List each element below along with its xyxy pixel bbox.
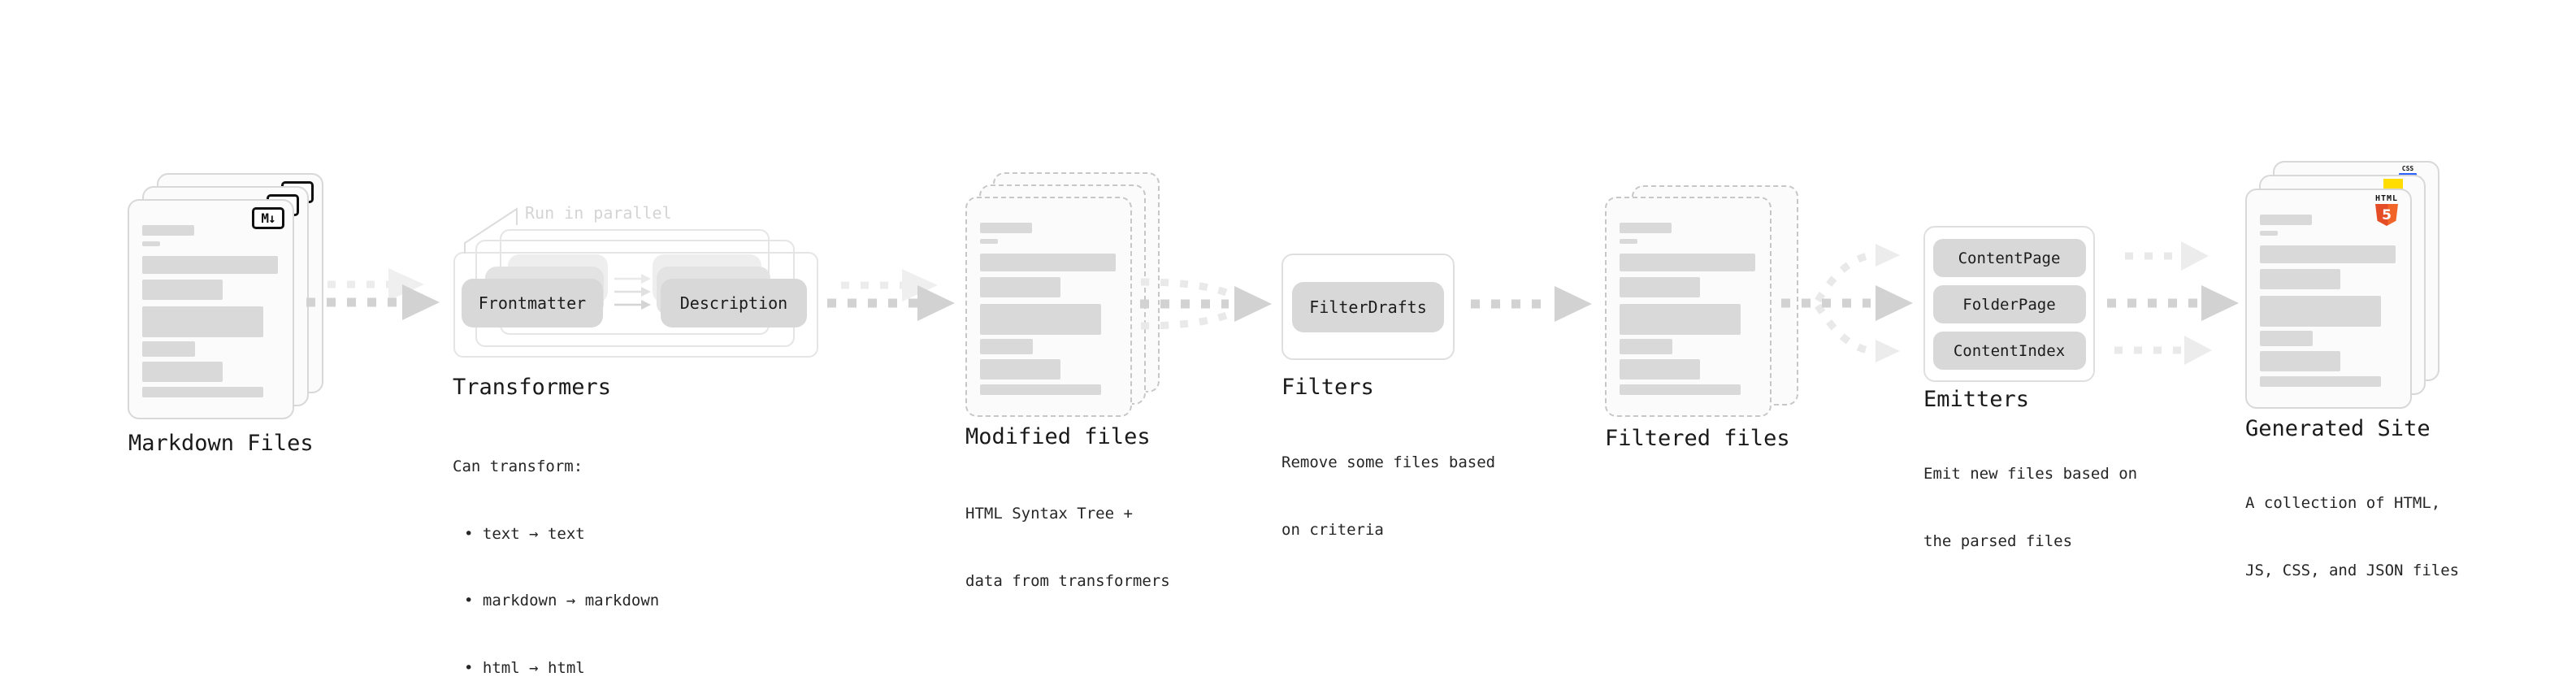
text-line-placeholder bbox=[142, 225, 194, 236]
run-in-parallel-note: Run in parallel bbox=[525, 203, 672, 223]
text-line-placeholder bbox=[142, 387, 263, 397]
stage-title: Filters bbox=[1281, 375, 1374, 400]
stage-description: Can transform: • text → text • markdown … bbox=[453, 411, 659, 681]
stage-title: Filtered files bbox=[1605, 426, 1790, 451]
text-line-placeholder bbox=[2260, 245, 2396, 263]
frontmatter-pill: Frontmatter bbox=[462, 279, 603, 327]
text-line-placeholder bbox=[980, 384, 1101, 395]
bullet-item: • text → text bbox=[464, 524, 585, 543]
stage-description: Remove some files based on criteria bbox=[1281, 453, 1496, 539]
text-line-placeholder bbox=[980, 223, 1032, 233]
text-line-placeholder bbox=[980, 277, 1060, 297]
arrow-modified-to-filters bbox=[1140, 278, 1272, 330]
text-line-placeholder bbox=[2260, 215, 2312, 225]
document-card: M↓ bbox=[128, 199, 294, 419]
text-line-placeholder bbox=[2260, 376, 2381, 387]
text-line-placeholder bbox=[1620, 254, 1755, 271]
document-content-placeholder bbox=[2247, 215, 2410, 387]
text-line-placeholder bbox=[2260, 351, 2340, 371]
arrow-markdown-to-transformers bbox=[306, 268, 440, 320]
markdown-icon: M↓ bbox=[252, 207, 284, 229]
text-line-placeholder bbox=[142, 241, 160, 246]
document-card bbox=[965, 197, 1132, 417]
text-line-placeholder bbox=[142, 362, 223, 382]
text-line-placeholder bbox=[1620, 304, 1741, 335]
document-content-placeholder bbox=[129, 225, 293, 397]
filterdrafts-pill: FilterDrafts bbox=[1292, 281, 1444, 332]
text-line-placeholder bbox=[980, 339, 1033, 354]
text-line-placeholder bbox=[2260, 269, 2340, 289]
contentindex-pill: ContentIndex bbox=[1932, 332, 2086, 370]
text-line-placeholder bbox=[142, 280, 223, 300]
text-line-placeholder bbox=[980, 359, 1060, 380]
javascript-icon bbox=[2383, 179, 2403, 191]
stage-title: Modified files bbox=[965, 424, 1151, 449]
text-line-placeholder bbox=[142, 341, 195, 357]
description-pill: Description bbox=[661, 279, 807, 327]
document-card: HTML 5 bbox=[2245, 189, 2412, 409]
bullet-item: • html → html bbox=[464, 658, 585, 677]
text-line-placeholder bbox=[1620, 359, 1700, 380]
transformer-container bbox=[453, 252, 818, 358]
stage-title: Emitters bbox=[1923, 387, 2030, 412]
emitters-container: ContentPage FolderPage ContentIndex bbox=[1923, 226, 2095, 382]
folderpage-pill: FolderPage bbox=[1932, 285, 2086, 323]
text-line-placeholder bbox=[1620, 384, 1741, 395]
arrow-emitters-to-generated bbox=[2107, 241, 2239, 365]
arrow-transformers-to-modified bbox=[827, 269, 955, 321]
stage-title: Generated Site bbox=[2245, 416, 2431, 441]
document-content-placeholder bbox=[1607, 223, 1770, 395]
html5-icon: HTML 5 bbox=[2373, 194, 2400, 226]
contentpage-pill: ContentPage bbox=[1932, 239, 2086, 277]
stage-description: HTML Syntax Tree + data from transformer… bbox=[965, 505, 1170, 590]
text-line-placeholder bbox=[1620, 277, 1700, 297]
text-line-placeholder bbox=[1620, 339, 1672, 354]
text-line-placeholder bbox=[2260, 331, 2313, 346]
text-line-placeholder bbox=[980, 239, 998, 244]
bullet-item: • markdown → markdown bbox=[464, 592, 660, 609]
stage-title: Transformers bbox=[453, 375, 612, 400]
text-line-placeholder bbox=[2260, 231, 2278, 236]
stage-description: A collection of HTML, JS, CSS, and JSON … bbox=[2245, 494, 2460, 579]
text-line-placeholder bbox=[980, 254, 1116, 271]
text-line-placeholder bbox=[142, 306, 263, 337]
filters-container: FilterDrafts bbox=[1281, 254, 1455, 360]
arrow-filters-to-filtered bbox=[1471, 286, 1592, 322]
text-line-placeholder bbox=[1620, 223, 1672, 233]
text-line-placeholder bbox=[1620, 239, 1637, 244]
arrow-filtered-to-emitters bbox=[1781, 244, 1913, 362]
document-content-placeholder bbox=[967, 223, 1130, 395]
text-line-placeholder bbox=[2260, 296, 2381, 327]
document-card bbox=[1605, 197, 1772, 417]
stage-description: Emit new files based on the parsed files bbox=[1923, 465, 2138, 550]
text-line-placeholder bbox=[142, 256, 278, 274]
stage-title: Markdown Files bbox=[128, 431, 314, 456]
text-line-placeholder bbox=[980, 304, 1101, 335]
